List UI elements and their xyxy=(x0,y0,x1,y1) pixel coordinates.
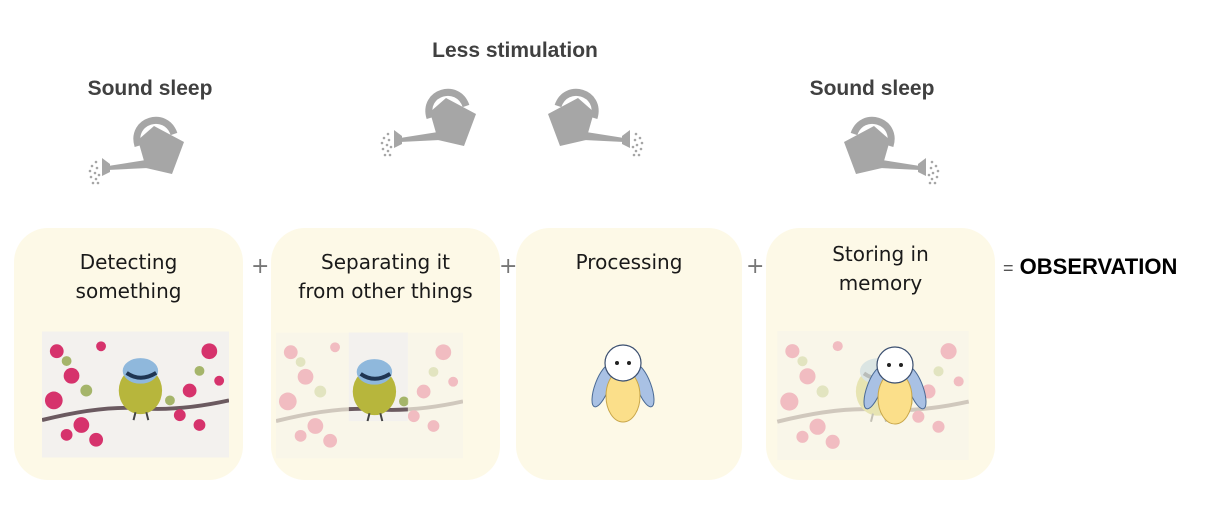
step-card-storing: Storing in memory xyxy=(766,228,995,480)
step-label-line: Separating it xyxy=(321,250,450,274)
result: = OBSERVATION xyxy=(1003,254,1177,280)
step-card-separating: Separating it from other things xyxy=(271,228,500,480)
heading-less-stimulation: Less stimulation xyxy=(432,39,598,62)
step-card-processing: Processing xyxy=(516,228,742,480)
step-label-line: Storing in xyxy=(832,242,929,266)
watering-can-icon xyxy=(378,84,488,164)
cartoon-bird xyxy=(588,338,658,428)
equals-operator: = xyxy=(1003,258,1014,278)
watering-can-icon xyxy=(832,112,942,192)
plus-operator: + xyxy=(251,254,270,279)
cartoon-bird xyxy=(860,340,930,430)
bird-highlight xyxy=(276,331,463,460)
step-label: Processing xyxy=(516,248,742,277)
plus-operator: + xyxy=(746,254,765,279)
result-observation: OBSERVATION xyxy=(1019,254,1178,279)
heading-sound-sleep-right: Sound sleep xyxy=(809,77,935,100)
bird-photo xyxy=(42,331,229,458)
step-label: Detecting something xyxy=(14,248,243,306)
step-label: Storing in memory xyxy=(766,240,995,298)
step-label: Separating it from other things xyxy=(271,248,500,306)
watering-can-icon xyxy=(536,84,646,164)
plus-operator: + xyxy=(499,254,518,279)
step-card-detecting: Detecting something xyxy=(14,228,243,480)
step-label-line: Detecting xyxy=(79,250,178,274)
step-label-line: from other things xyxy=(298,279,473,303)
watering-can-icon xyxy=(86,112,196,192)
step-label-line: Processing xyxy=(575,250,683,274)
step-label-line: something xyxy=(75,279,182,303)
heading-sound-sleep-left: Sound sleep xyxy=(87,77,213,100)
step-label-line: memory xyxy=(838,271,923,295)
